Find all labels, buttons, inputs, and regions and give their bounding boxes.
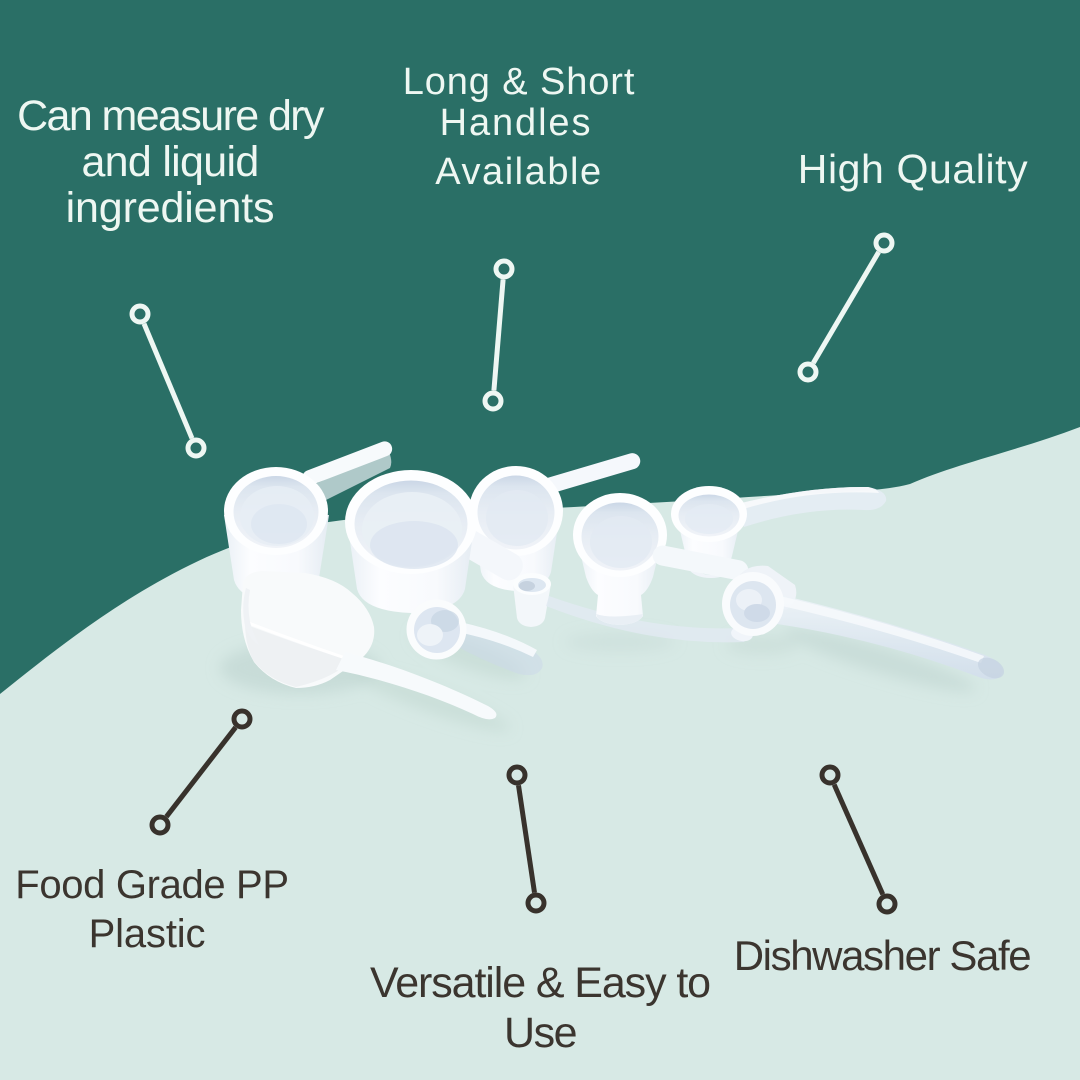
svg-text:Use: Use bbox=[504, 1009, 576, 1057]
svg-text:Available: Available bbox=[435, 151, 602, 193]
svg-text:and liquid: and liquid bbox=[81, 138, 258, 186]
svg-text:Can measure dry: Can measure dry bbox=[17, 92, 325, 140]
svg-text:Food Grade PP: Food Grade PP bbox=[15, 863, 288, 907]
svg-text:Handles: Handles bbox=[440, 102, 593, 144]
svg-text:Versatile & Easy to: Versatile & Easy to bbox=[370, 959, 710, 1007]
svg-text:Plastic: Plastic bbox=[89, 912, 206, 956]
svg-text:ingredients: ingredients bbox=[66, 184, 275, 232]
svg-text:Long & Short: Long & Short bbox=[403, 61, 636, 103]
svg-text:High Quality: High Quality bbox=[798, 146, 1029, 192]
svg-text:Dishwasher Safe: Dishwasher Safe bbox=[734, 932, 1031, 979]
